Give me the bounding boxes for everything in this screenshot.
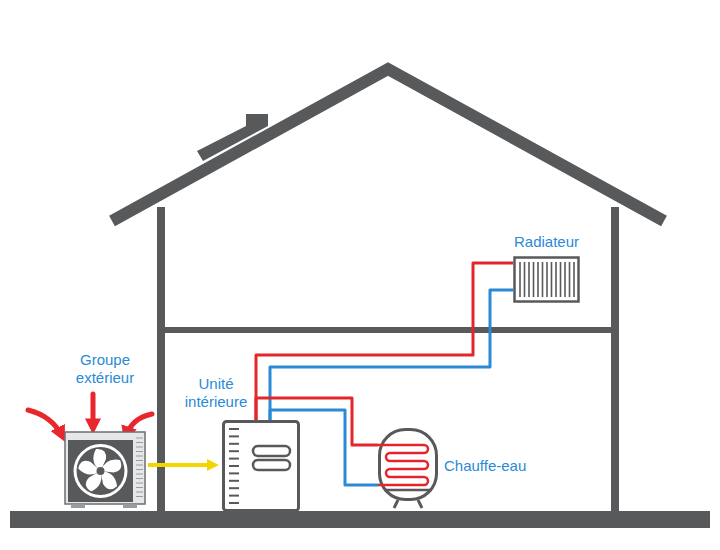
- fan-disc: [77, 447, 125, 495]
- unit-foot: [71, 504, 85, 508]
- grille-line: [136, 442, 143, 443]
- fan-panel: [68, 440, 133, 502]
- component-label: Radiateur: [514, 233, 579, 252]
- label-holder: Chauffe-eau: [444, 457, 526, 476]
- radiator-fin: [564, 262, 566, 297]
- vent-line: [229, 495, 239, 497]
- radiator-frame: [515, 258, 579, 302]
- grille-line: [136, 478, 143, 479]
- right-wall: [611, 207, 619, 513]
- outdoor-unit: Groupe extérieur: [65, 432, 145, 508]
- tank-band: [384, 489, 432, 492]
- vent-line: [229, 480, 239, 482]
- water-heater: Chauffe-eau: [378, 428, 438, 508]
- vent-line: [229, 450, 239, 452]
- vent-line: [229, 465, 239, 467]
- radiator: Radiateur: [513, 256, 580, 303]
- transfer-arrow: [148, 463, 213, 467]
- grille-line: [136, 483, 143, 484]
- heating-coil: [378, 445, 428, 485]
- grille-line: [136, 465, 143, 466]
- grille-line: [136, 447, 143, 448]
- radiator-fin: [560, 262, 562, 297]
- radiator-fin: [542, 262, 544, 297]
- radiator-fin: [524, 262, 526, 297]
- indoor-unit-shape: [222, 420, 300, 512]
- grille-line: [136, 456, 143, 457]
- label-holder: Radiateur: [514, 233, 579, 252]
- grille-line: [136, 492, 143, 493]
- radiator-fin: [555, 262, 557, 297]
- floor: [163, 327, 613, 333]
- vent-line: [229, 502, 239, 504]
- component-label: Groupe extérieur: [65, 351, 145, 389]
- radiator-fin: [533, 262, 535, 297]
- radiator-fin: [546, 262, 548, 297]
- chimney: [197, 114, 268, 161]
- vent-line: [229, 443, 239, 445]
- radiator-fin: [551, 262, 553, 297]
- grille-line: [136, 469, 143, 470]
- grille-line: [136, 451, 143, 452]
- air-arrow: [91, 394, 96, 428]
- ground: [10, 511, 710, 528]
- label-holder: Unité intérieure: [172, 375, 260, 413]
- air-arrows: [28, 394, 152, 436]
- roof: [112, 69, 664, 221]
- indoor-unit: Unité intérieure: [222, 420, 300, 512]
- radiator-fin: [528, 262, 530, 297]
- outdoor-unit-shape: [65, 432, 145, 508]
- water-pipe: [256, 263, 513, 420]
- label-holder: Groupe extérieur: [65, 351, 145, 389]
- component-label: Chauffe-eau: [444, 457, 526, 476]
- radiator-fin: [569, 262, 571, 297]
- left-wall: [157, 207, 165, 513]
- air-arrow: [28, 410, 62, 436]
- grille-line: [136, 438, 143, 439]
- unit-foot: [123, 504, 137, 508]
- control-slot: [253, 460, 290, 470]
- water-heater-shape: [378, 428, 438, 508]
- vent-line: [229, 472, 239, 474]
- grille-line: [136, 487, 143, 488]
- grille-line: [136, 460, 143, 461]
- tank-leg: [418, 500, 422, 508]
- grille-line: [136, 474, 143, 475]
- radiator-fin: [537, 262, 539, 297]
- grille-line: [136, 496, 143, 497]
- vent-line: [229, 428, 239, 430]
- indoor-casing: [224, 422, 299, 511]
- tank-leg: [394, 500, 398, 508]
- vent-line: [229, 458, 239, 460]
- control-slot: [253, 446, 290, 456]
- fan-hub: [97, 467, 105, 475]
- unit-casing: [65, 432, 145, 504]
- fan-ring: [74, 444, 128, 498]
- radiator-fin: [573, 262, 575, 297]
- component-label: Unité intérieure: [172, 375, 260, 413]
- vent-line: [229, 487, 239, 489]
- radiator-shape: [513, 256, 580, 303]
- radiator-fin: [519, 262, 521, 297]
- vent-line: [229, 435, 239, 437]
